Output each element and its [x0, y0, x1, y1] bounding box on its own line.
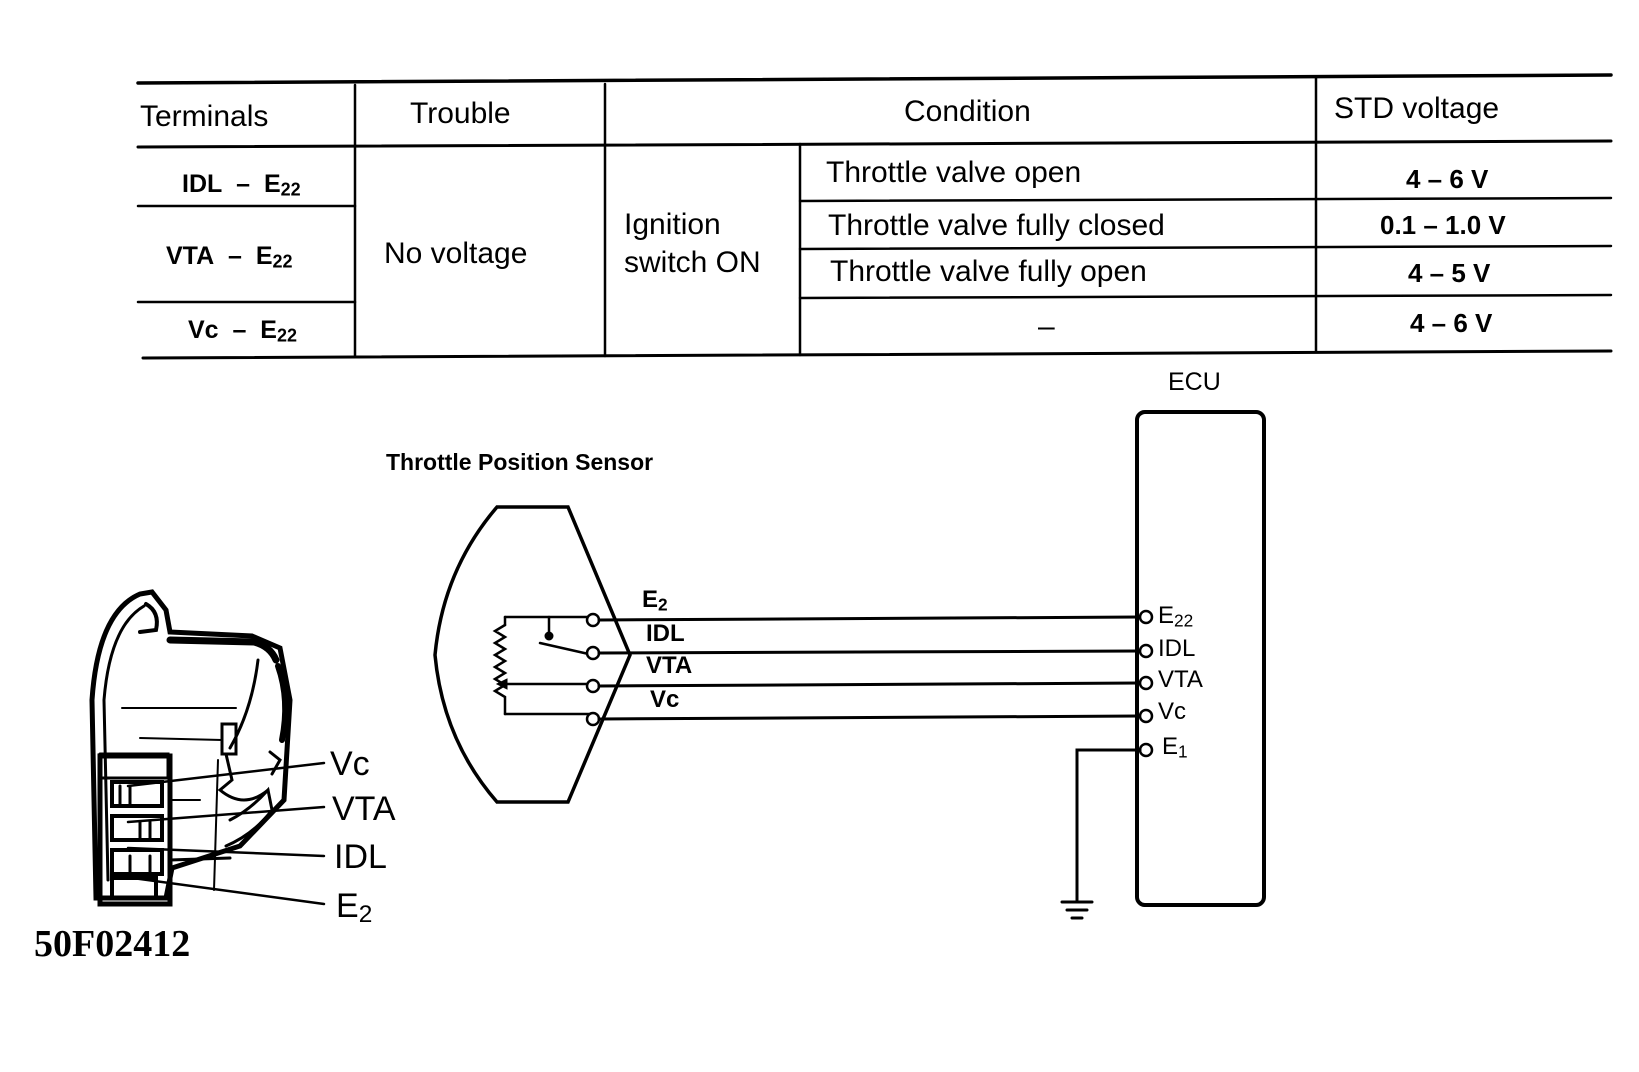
wire-e2-e22	[597, 615, 1142, 622]
ecu-terminal-vta	[1138, 675, 1154, 691]
condition-ignition-line2: switch ON	[624, 246, 761, 279]
sensor-pin-vc: Vc	[650, 686, 680, 713]
sensor-terminal-vc	[585, 711, 601, 727]
ecu-terminal-idl	[1138, 643, 1154, 659]
sensor-connector-illustration	[89, 589, 293, 907]
voltage-idl: 4 – 6 V	[1406, 164, 1489, 194]
table-bottom-rule	[141, 349, 1613, 360]
sensor-terminal-idl	[585, 645, 601, 661]
condition-dash: –	[1038, 310, 1055, 343]
leader-line-e2	[116, 874, 326, 906]
ecu-pin-idl: IDL	[1158, 635, 1196, 662]
wire-vta	[597, 681, 1142, 688]
header-std-voltage: STD voltage	[1334, 92, 1500, 125]
table-row-rule	[798, 196, 1613, 203]
table-top-rule	[136, 73, 1613, 85]
ecu-box	[1135, 410, 1266, 907]
terminal-vta-e22: VTA – E22	[166, 242, 293, 272]
sensor-terminal-vta	[585, 678, 601, 694]
figure-code: 50F02412	[34, 923, 191, 965]
trouble-no-voltage: No voltage	[384, 237, 528, 270]
ecu-terminal-e1	[1138, 742, 1154, 758]
header-condition: Condition	[904, 95, 1031, 128]
condition-throttle-fully-open: Throttle valve fully open	[830, 255, 1147, 288]
connector-label-vta: VTA	[332, 790, 396, 828]
terminal-idl-e22: IDL – E22	[182, 170, 301, 200]
table-row-rule	[798, 244, 1613, 251]
wiper-arrow	[495, 678, 508, 690]
terminal-vc-e22: Vc – E22	[188, 316, 297, 346]
condition-throttle-fully-closed: Throttle valve fully closed	[828, 209, 1165, 242]
voltage-vta-open: 4 – 5 V	[1408, 258, 1491, 288]
idl-switch-blade	[538, 641, 595, 657]
sensor-housing	[433, 505, 632, 804]
ecu-pin-vta: VTA	[1158, 666, 1203, 693]
sensor-title: Throttle Position Sensor	[386, 449, 654, 475]
connector-label-e2: E2	[336, 887, 373, 928]
leader-line-idl	[126, 846, 326, 858]
ground-wire	[1075, 748, 1142, 902]
table-header-rule	[136, 139, 1613, 149]
condition-throttle-open: Throttle valve open	[826, 156, 1082, 189]
potentiometer-resistor	[492, 623, 508, 716]
ecu-terminal-vc	[1138, 708, 1154, 724]
table-row-rule	[798, 293, 1613, 300]
voltage-vc: 4 – 6 V	[1410, 308, 1493, 338]
connector-label-vc: Vc	[330, 745, 370, 783]
ecu-pin-e22: E22	[1158, 602, 1194, 631]
header-terminals: Terminals	[140, 100, 269, 133]
leader-line-vc	[126, 761, 326, 788]
header-trouble: Trouble	[410, 97, 511, 130]
connector-label-idl: IDL	[334, 838, 387, 876]
voltage-vta-closed: 0.1 – 1.0 V	[1380, 210, 1506, 240]
ecu-pin-vc: Vc	[1158, 698, 1187, 725]
ecu-pin-e1: E1	[1162, 733, 1188, 762]
sensor-pin-e2: E2	[642, 586, 668, 615]
ecu-terminal-e22	[1138, 609, 1154, 625]
sensor-pin-idl: IDL	[646, 620, 685, 647]
leader-line-vta	[126, 805, 326, 824]
ecu-title: ECU	[1168, 368, 1221, 396]
sensor-pin-vta: VTA	[646, 652, 693, 679]
condition-ignition-line1: Ignition	[624, 208, 721, 241]
sensor-terminal-e2	[585, 612, 601, 628]
wire-vc	[597, 714, 1142, 721]
wire-idl	[597, 649, 1142, 655]
